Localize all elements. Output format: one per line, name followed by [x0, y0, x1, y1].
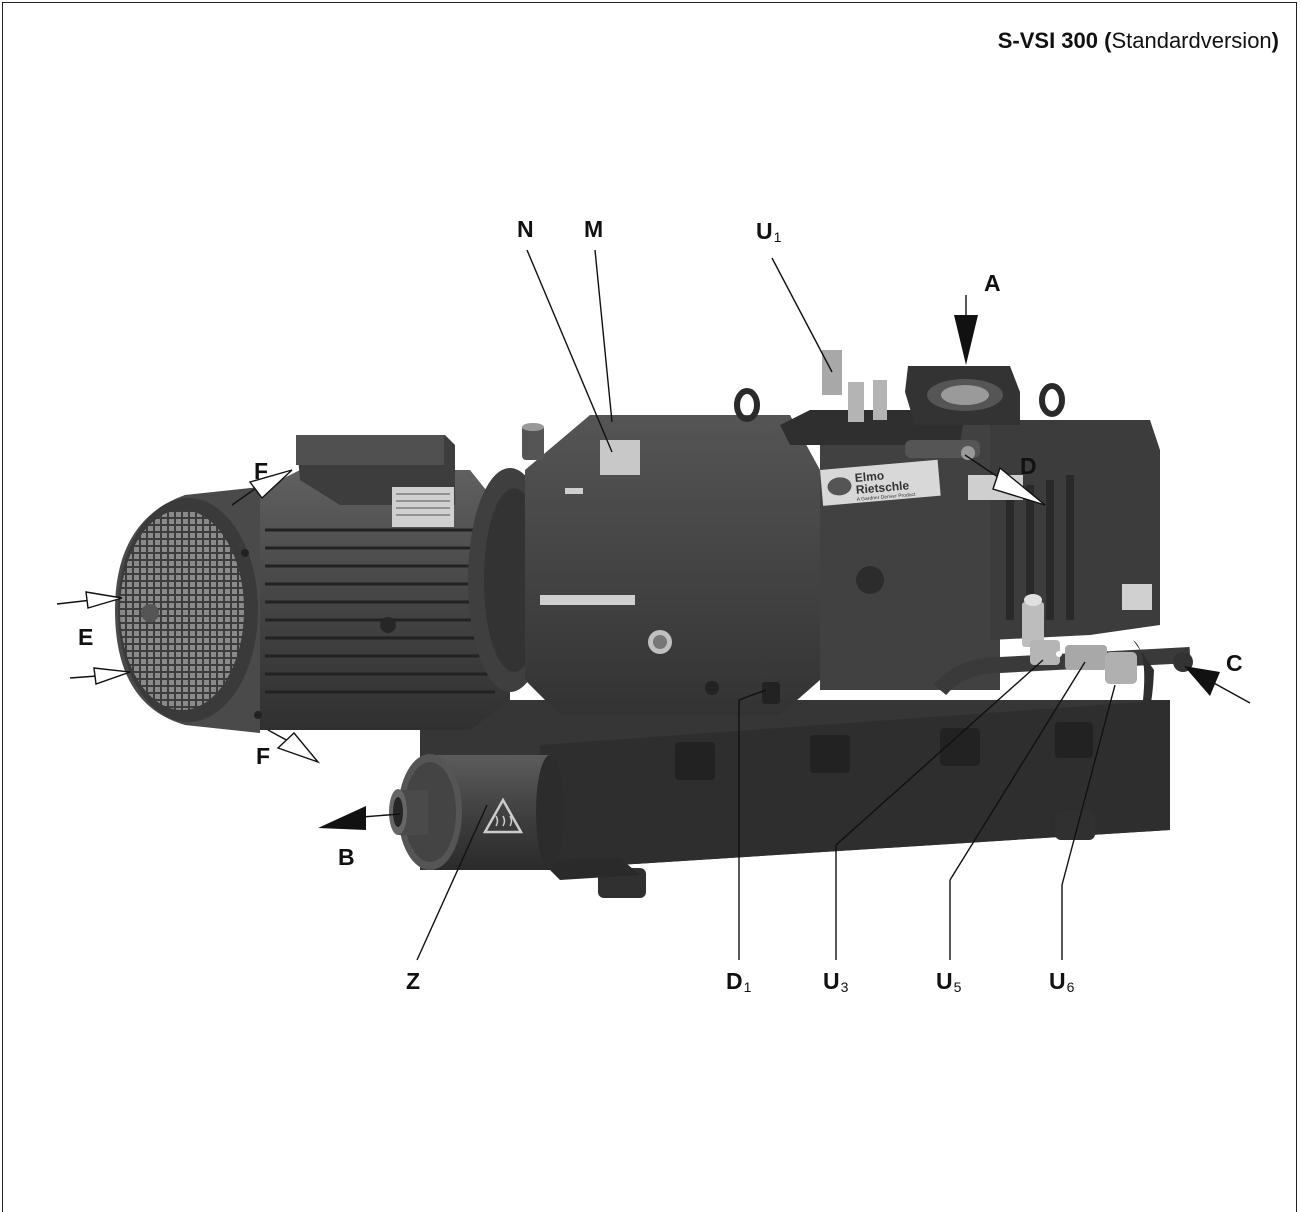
flow-arrows	[56, 295, 1251, 830]
leader-U6-b	[1061, 684, 1116, 886]
nameplate-brand-3: A Gardner Denver Product	[856, 492, 916, 503]
label-F-bottom: F	[256, 743, 271, 769]
arrow-E-bottom-shaft	[69, 675, 98, 679]
leader-U1	[771, 257, 833, 373]
leader-U5-b	[949, 661, 1086, 881]
label-Z: Z	[406, 968, 421, 994]
label-C: C	[1226, 650, 1243, 676]
label-U3: U3	[823, 968, 849, 995]
manufacturer-nameplate: Elmo Rietschle A Gardner Denver Product	[820, 459, 941, 506]
label-N: N	[517, 216, 534, 242]
label-D: D	[1020, 453, 1037, 479]
leader-D1-b	[738, 689, 767, 701]
label-F-top: F	[254, 458, 269, 484]
title-close-paren: )	[1271, 28, 1279, 53]
label-U1: U1	[756, 218, 782, 245]
nameplate-brand-2: Rietschle	[855, 478, 910, 497]
leader-lines	[416, 249, 1116, 961]
pump-housing: Elmo Rietschle A Gardner Denver Product	[522, 350, 1160, 715]
title-variant: Standardversion	[1111, 28, 1272, 53]
arrow-F-bottom-head	[276, 731, 321, 764]
arrow-A-head	[954, 315, 978, 365]
title-open-paren: (	[1104, 28, 1112, 53]
arrow-E-bottom-head	[93, 667, 131, 685]
leader-M	[594, 249, 613, 423]
label-U5: U5	[936, 968, 962, 995]
label-E: E	[78, 624, 94, 650]
arrow-D-head	[992, 466, 1046, 506]
leader-N	[526, 249, 613, 453]
label-B: B	[338, 844, 355, 870]
nameplate-brand-1: Elmo	[854, 468, 884, 485]
arrow-B-head	[318, 806, 366, 830]
electric-motor	[115, 435, 552, 733]
leader-U3-b	[835, 659, 1044, 846]
label-U6: U6	[1049, 968, 1075, 995]
arrow-C-head	[1184, 666, 1220, 696]
label-A: A	[984, 270, 1001, 296]
arrow-B-shaft	[361, 813, 401, 818]
title-model: S-VSI 300	[997, 28, 1098, 53]
arrow-C-shaft	[1211, 681, 1251, 704]
label-D1: D1	[726, 968, 752, 995]
arrow-F-top-head	[248, 469, 293, 500]
arrow-E-top-shaft	[56, 599, 93, 605]
label-M: M	[584, 216, 604, 242]
figure-title: S-VSI 300 (Standardversion)	[998, 28, 1279, 54]
leader-Z	[416, 804, 488, 961]
arrow-E-top-head	[85, 591, 123, 609]
silencer	[389, 754, 564, 870]
